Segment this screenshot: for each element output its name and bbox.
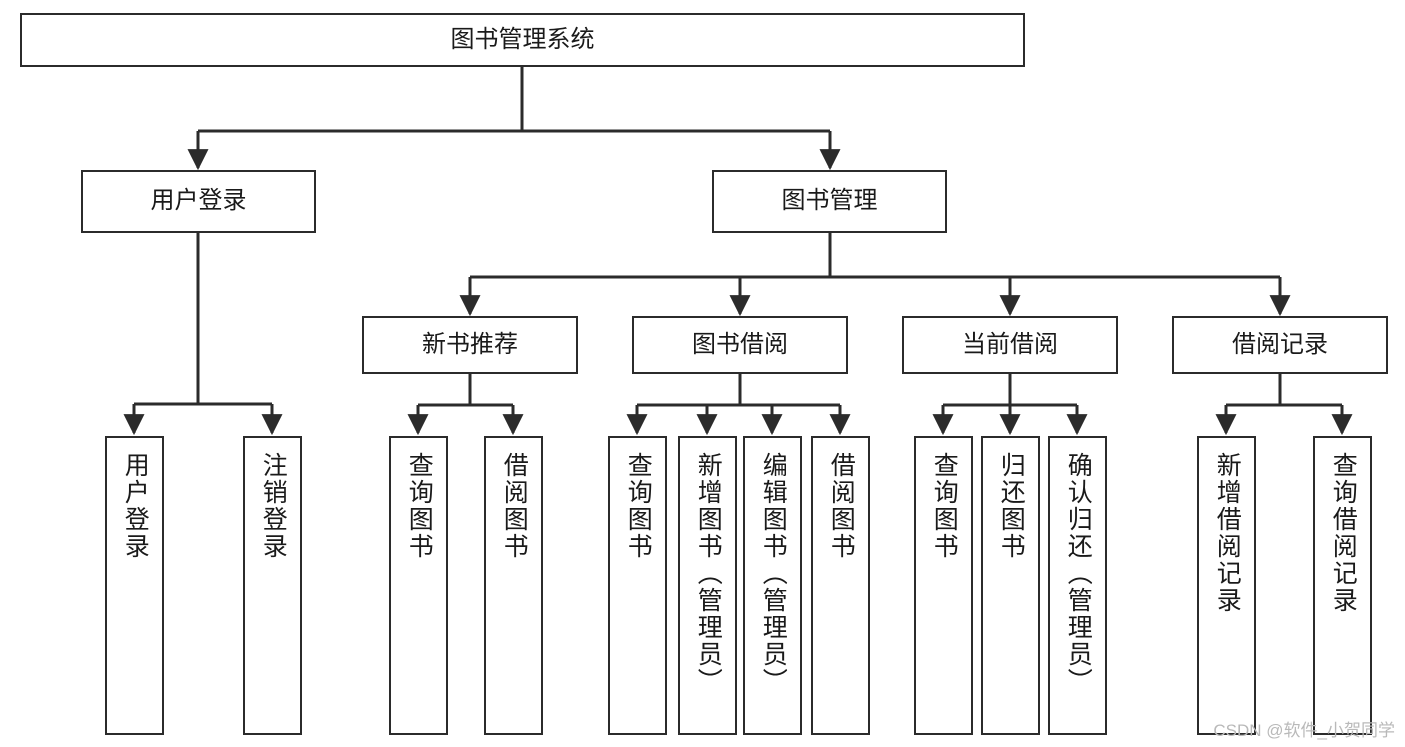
leaf-br-query-record[interactable]: 查询借阅记录	[1313, 436, 1372, 735]
leaf-bb-query-book[interactable]: 查询图书	[608, 436, 667, 735]
leaf-br-add-record[interactable]: 新增借阅记录	[1197, 436, 1256, 735]
leaf-nb-query-book[interactable]: 查询图书	[389, 436, 448, 735]
leaf-cb-confirm-return[interactable]: 确认归还（管理员）	[1048, 436, 1107, 735]
leaf-cb-return-book-label: 归还图书	[997, 452, 1026, 560]
leaf-cb-confirm-return-label: 确认归还（管理员）	[1064, 452, 1093, 695]
node-current-borrow-label: 当前借阅	[962, 330, 1058, 358]
node-borrow-record-label: 借阅记录	[1232, 330, 1328, 358]
leaf-br-add-record-label: 新增借阅记录	[1213, 452, 1242, 614]
node-root[interactable]: 图书管理系统	[20, 13, 1025, 67]
leaf-bb-borrow-book[interactable]: 借阅图书	[811, 436, 870, 735]
node-book-borrow[interactable]: 图书借阅	[632, 316, 848, 374]
leaf-bb-edit-book-label: 编辑图书（管理员）	[759, 452, 788, 695]
leaf-bb-query-book-label: 查询图书	[624, 452, 653, 560]
leaf-bb-add-book-label: 新增图书（管理员）	[694, 452, 723, 695]
leaf-nb-borrow-book-label: 借阅图书	[500, 452, 529, 560]
node-new-book-recommend[interactable]: 新书推荐	[362, 316, 578, 374]
node-root-label: 图书管理系统	[450, 25, 595, 53]
node-user-login[interactable]: 用户登录	[81, 170, 316, 233]
leaf-cb-return-book[interactable]: 归还图书	[981, 436, 1040, 735]
node-new-book-recommend-label: 新书推荐	[422, 330, 518, 358]
watermark: CSDN @软件_小贺同学	[1213, 721, 1395, 740]
node-borrow-record[interactable]: 借阅记录	[1172, 316, 1388, 374]
leaf-cb-query-book[interactable]: 查询图书	[914, 436, 973, 735]
leaf-bb-borrow-book-label: 借阅图书	[827, 452, 856, 560]
leaf-nb-borrow-book[interactable]: 借阅图书	[484, 436, 543, 735]
leaf-cb-query-book-label: 查询图书	[930, 452, 959, 560]
leaf-nb-query-book-label: 查询图书	[405, 452, 434, 560]
leaf-br-query-record-label: 查询借阅记录	[1329, 452, 1358, 614]
node-book-borrow-label: 图书借阅	[692, 330, 788, 358]
node-book-management-label: 图书管理	[781, 187, 878, 215]
leaf-user-login-label: 用户登录	[121, 452, 150, 560]
node-book-management[interactable]: 图书管理	[712, 170, 947, 233]
leaf-logout[interactable]: 注销登录	[243, 436, 302, 735]
leaf-user-login[interactable]: 用户登录	[105, 436, 164, 735]
node-user-login-label: 用户登录	[150, 187, 247, 215]
leaf-bb-edit-book[interactable]: 编辑图书（管理员）	[743, 436, 802, 735]
node-current-borrow[interactable]: 当前借阅	[902, 316, 1118, 374]
leaf-logout-label: 注销登录	[259, 452, 288, 560]
leaf-bb-add-book[interactable]: 新增图书（管理员）	[678, 436, 737, 735]
